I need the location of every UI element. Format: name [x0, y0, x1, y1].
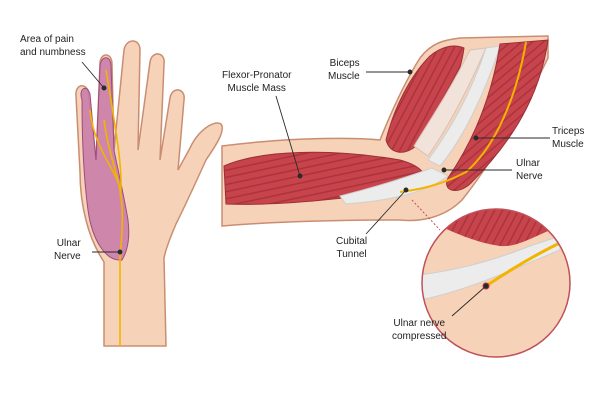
inset-nerve	[485, 238, 567, 288]
ulnar-nerve-hand	[89, 69, 124, 346]
label-line: Nerve	[54, 250, 81, 262]
numbness-area	[80, 57, 130, 261]
label-line: Ulnar	[56, 238, 81, 249]
ulnar-nerve-arm	[399, 41, 527, 193]
label-cubital-tunnel: Cubital Tunnel	[336, 236, 367, 261]
leader-lines	[81, 61, 550, 317]
label-ulnar-compressed: Ulnar nerve compressed	[392, 318, 446, 343]
triceps-muscle	[446, 39, 549, 192]
label-line: Triceps	[552, 126, 585, 137]
inset-connector	[411, 199, 441, 231]
arm-illustration	[221, 35, 549, 227]
label-line: Muscle	[552, 138, 584, 150]
label-line: Ulnar nerve	[393, 318, 446, 329]
label-line: Muscle Mass	[227, 82, 286, 94]
hand-illustration	[75, 40, 223, 347]
biceps-muscle	[385, 45, 465, 153]
label-line: Tunnel	[336, 248, 367, 260]
label-line: and numbness	[20, 46, 86, 58]
label-line: Flexor-Pronator	[222, 70, 292, 81]
label-line: Muscle	[328, 70, 360, 82]
label-line: Ulnar	[516, 158, 540, 169]
inset-zoom	[411, 199, 571, 358]
inset-ring	[421, 208, 571, 358]
label-line: Area of pain	[20, 34, 74, 45]
label-line: Nerve	[516, 170, 543, 182]
humerus-bone	[427, 45, 501, 167]
label-ulnar-nerve-hand: Ulnar Nerve	[54, 238, 81, 263]
label-area-of-pain: Area of pain and numbness	[20, 34, 86, 59]
label-line: Biceps	[329, 58, 360, 69]
inset-tendon	[422, 235, 561, 301]
elbow-bones	[339, 167, 449, 205]
label-biceps: Biceps Muscle	[328, 58, 360, 83]
label-flexor-pronator: Flexor-Pronator Muscle Mass	[222, 70, 291, 95]
label-line: Cubital	[336, 236, 368, 247]
label-ulnar-nerve-arm: Ulnar Nerve	[516, 158, 543, 183]
label-triceps: Triceps Muscle	[552, 126, 584, 151]
label-line: compressed	[392, 330, 447, 342]
